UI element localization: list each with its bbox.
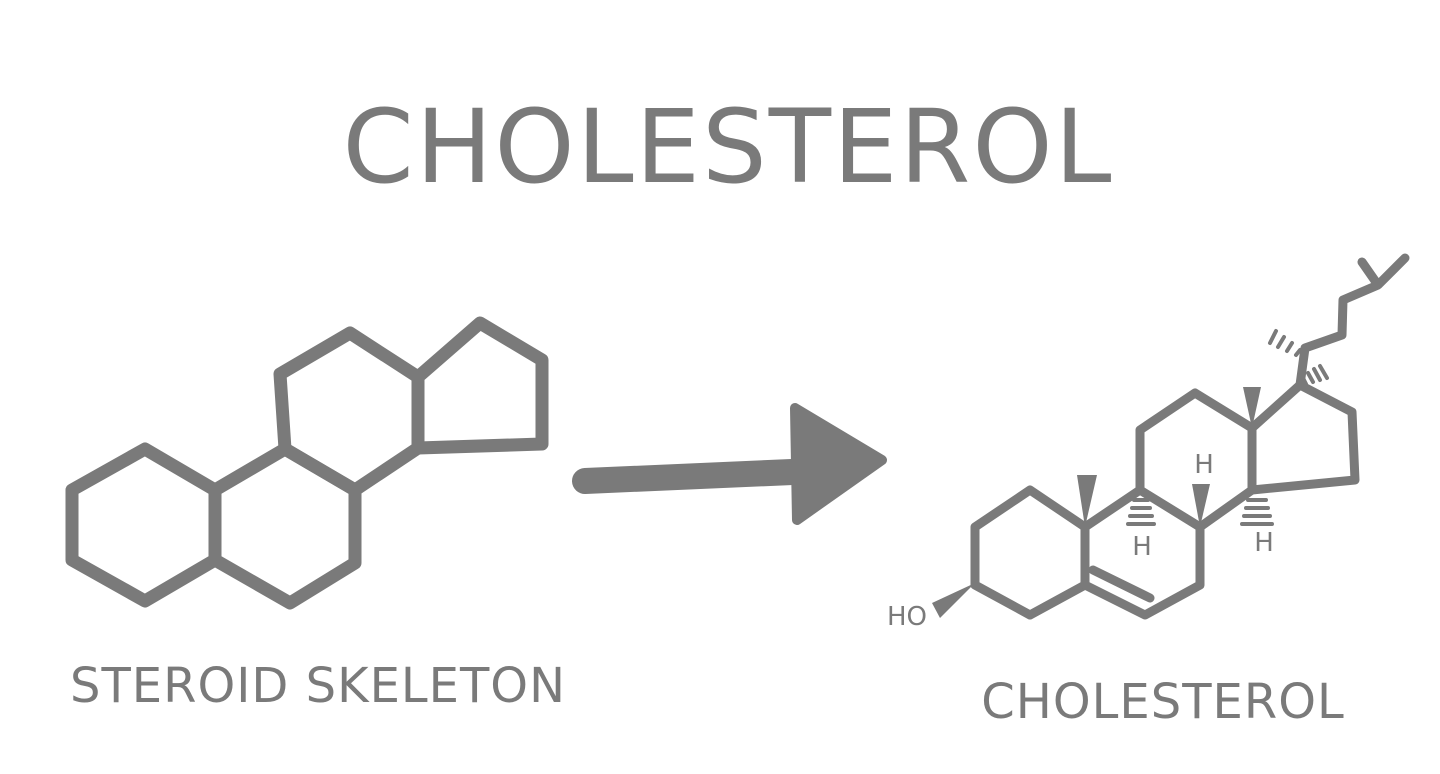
- double-bond: [1088, 565, 1155, 603]
- h-c14-hash: [1240, 498, 1274, 526]
- page-title: CHOLESTEROL: [343, 88, 1114, 207]
- methyl-c13-wedge: [1243, 387, 1261, 428]
- reaction-arrow: [572, 403, 887, 525]
- side-chain: [1295, 253, 1410, 390]
- h-c9-hash: [1126, 498, 1156, 526]
- ring-c: [1135, 388, 1257, 532]
- cholesterol-caption: CHOLESTEROL: [981, 674, 1344, 730]
- steroid-skeleton: [65, 316, 549, 610]
- cholesterol-structure: HO H H H: [887, 253, 1410, 632]
- arrow-shaft: [572, 458, 828, 494]
- ring-c: [273, 326, 425, 497]
- methyl-c20-hash: [1268, 329, 1302, 357]
- h-c9-label: H: [1132, 532, 1152, 562]
- hydroxyl-wedge: [932, 583, 975, 618]
- h-c14-label: H: [1254, 528, 1274, 558]
- h-c17-hash: [1301, 364, 1329, 386]
- h-c8-wedge: [1192, 484, 1210, 527]
- ring-d: [1247, 380, 1360, 495]
- ring-a: [65, 442, 222, 608]
- ring-d: [411, 316, 549, 455]
- arrow-head: [790, 403, 887, 525]
- hashed-bonds: [1126, 329, 1329, 526]
- steroid-skeleton-caption: STEROID SKELETON: [70, 658, 566, 714]
- methyl-c10-wedge: [1077, 475, 1097, 527]
- h-c8-label: H: [1194, 450, 1214, 480]
- hydroxyl-label: HO: [887, 602, 927, 632]
- ring-a: [970, 485, 1090, 620]
